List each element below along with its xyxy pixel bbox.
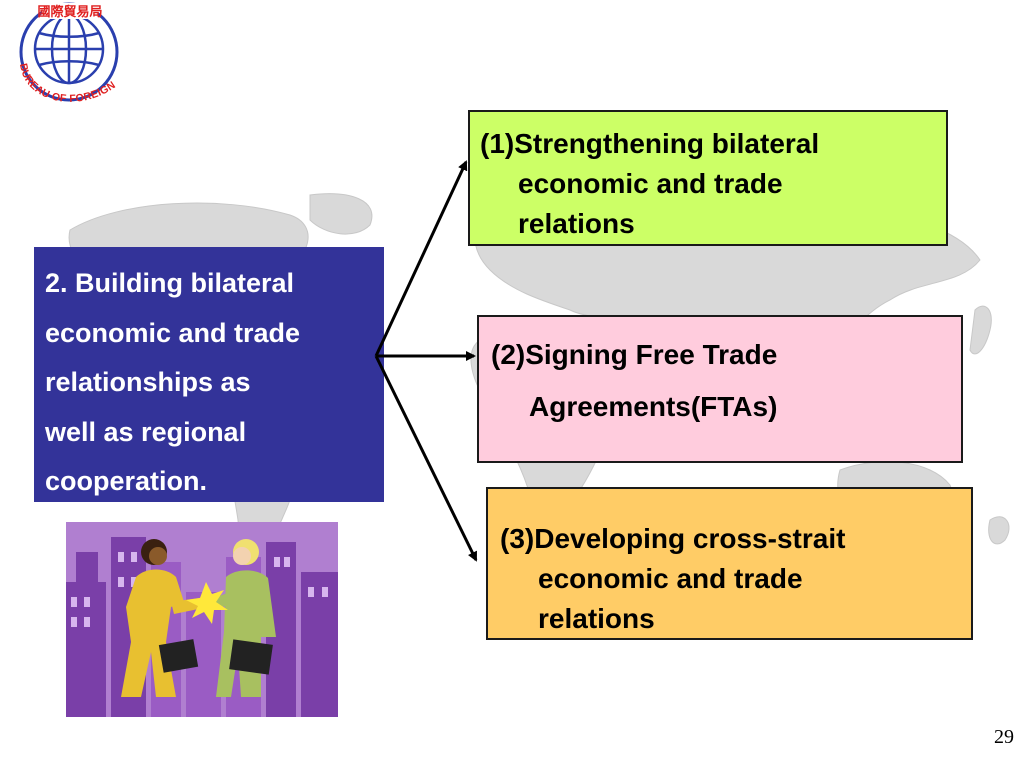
page-number: 29 — [994, 726, 1014, 748]
item-2-line: Agreements(FTAs) — [529, 391, 778, 422]
main-topic-line: relationships as — [45, 367, 251, 397]
item-box-3: (3)Developing cross-strait economic and … — [486, 487, 973, 640]
item-2-line: (2)Signing Free Trade — [491, 339, 778, 370]
item-1-line: economic and trade — [518, 168, 783, 199]
main-topic-box: 2. Building bilateral economic and trade… — [34, 247, 384, 502]
main-topic-line: 2. Building bilateral — [45, 268, 295, 298]
logo-chinese-text: 國際貿易局 — [37, 4, 102, 20]
item-1-line: relations — [518, 208, 635, 239]
item-1-line: (1)Strengthening bilateral — [480, 128, 820, 159]
item-3-line: (3)Developing cross-strait — [500, 523, 846, 554]
main-topic-line: economic and trade — [45, 317, 301, 348]
item-3-line: relations — [538, 603, 655, 634]
item-box-2: (2)Signing Free Trade Agreements(FTAs) — [477, 315, 963, 463]
item-3-line: economic and trade — [538, 563, 803, 594]
business-handshake-clipart — [66, 522, 338, 717]
main-topic-line: well as regional — [45, 416, 247, 447]
item-box-1: (1)Strengthening bilateral economic and … — [468, 110, 948, 246]
globe-logo: 國際貿易局 BUREAU OF FOREIGN TRADE — [6, 2, 119, 105]
main-topic-line: cooperation. — [45, 466, 208, 496]
